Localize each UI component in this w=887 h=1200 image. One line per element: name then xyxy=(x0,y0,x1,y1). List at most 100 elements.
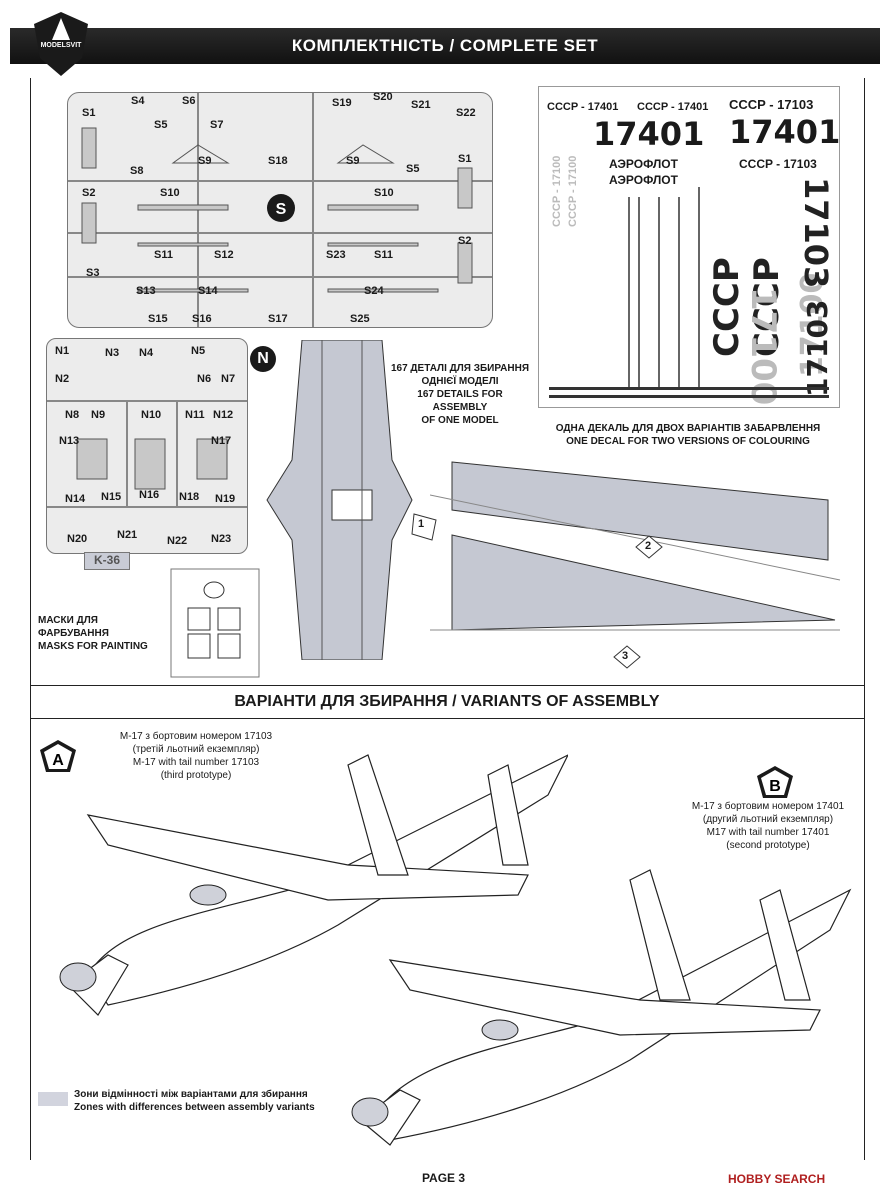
part-label: N6 xyxy=(197,373,212,385)
legend-line: Зони відмінності між варіантами для збир… xyxy=(74,1089,308,1100)
part-label: N1 xyxy=(55,345,70,357)
part-label: S11 xyxy=(154,249,173,261)
variant-b-line: (second prototype) xyxy=(726,840,810,851)
legend-line: Zones with differences between assembly … xyxy=(74,1102,315,1113)
header-bar: КОМПЛЕКТНІСТЬ / COMPLETE SET xyxy=(10,28,880,64)
legend-text: Зони відмінності між варіантами для збир… xyxy=(74,1088,315,1114)
part-label: S24 xyxy=(364,285,384,297)
legend-swatch xyxy=(38,1092,68,1106)
decal-code: 17401 xyxy=(593,115,705,153)
part-label: S4 xyxy=(131,95,145,107)
variant-a-line: M-17 з бортовим номером 17103 xyxy=(119,731,273,742)
part-label: S19 xyxy=(332,97,352,109)
variant-b-letter: B xyxy=(769,778,781,795)
decal-code: 17401 xyxy=(729,113,841,151)
decal-code: CCCP - 17401 xyxy=(547,101,619,113)
details-caption-line: OF ONE MODEL xyxy=(421,415,499,426)
logo-text: MODELSVIT xyxy=(40,42,82,49)
part-label: N17 xyxy=(211,435,232,447)
divider xyxy=(30,718,864,719)
part-number: 1 xyxy=(418,518,425,530)
variant-b-caption: M-17 з бортовим номером 17401 (другий ль… xyxy=(678,800,858,852)
part-label: S15 xyxy=(148,313,168,325)
variant-a-line: (третій льотний екземпляр) xyxy=(132,744,260,755)
details-caption-line: ОДНІЄЇ МОДЕЛІ xyxy=(421,376,499,387)
sprue-n-badge: N xyxy=(250,346,276,372)
variant-b-line: (другий льотний екземпляр) xyxy=(702,814,834,825)
page-frame xyxy=(30,78,865,1160)
part-label: S5 xyxy=(154,119,168,131)
part-label: S23 xyxy=(326,249,346,261)
variant-a-badge: A xyxy=(40,740,76,772)
details-caption-line: 167 DETAILS FOR ASSEMBLY xyxy=(417,389,503,413)
part-label: S16 xyxy=(192,313,212,325)
part-label: N15 xyxy=(101,491,122,503)
part-label: S22 xyxy=(456,107,476,119)
part-label: N22 xyxy=(167,535,188,547)
variant-b-badge: B xyxy=(757,766,793,798)
part-label: N18 xyxy=(179,491,200,503)
decal-caption-en: ONE DECAL FOR TWO VERSIONS OF COLOURING xyxy=(566,436,810,447)
aircraft-a-drawing xyxy=(59,754,568,1016)
part-number: 2 xyxy=(645,540,652,552)
decal-caption-ua: ОДНА ДЕКАЛЬ ДЛЯ ДВОХ ВАРІАНТІВ ЗАБАРВЛЕН… xyxy=(555,423,821,434)
part-label: N14 xyxy=(65,493,86,505)
decal-sheet: CCCP - 17401 CCCP - 17401 CCCP - 17103 1… xyxy=(538,86,840,408)
decal-code: CCCP - 17401 xyxy=(637,101,709,113)
part-label: S2 xyxy=(458,235,472,247)
modelsvit-logo: MODELSVIT xyxy=(30,10,92,80)
aircraft-b-drawing xyxy=(351,869,852,1146)
part-label: S11 xyxy=(374,249,393,261)
part-label: N21 xyxy=(117,529,138,541)
part-label: N23 xyxy=(211,533,232,545)
part-label: S7 xyxy=(210,119,224,131)
part-label: S12 xyxy=(214,249,234,261)
part-label: S10 xyxy=(374,187,394,199)
k36-tag: K-36 xyxy=(84,552,130,570)
part-label: S25 xyxy=(350,313,370,325)
part-label: N20 xyxy=(67,533,88,545)
masks-caption-en: MASKS FOR PAINTING xyxy=(38,641,148,652)
decal-caption: ОДНА ДЕКАЛЬ ДЛЯ ДВОХ ВАРІАНТІВ ЗАБАРВЛЕН… xyxy=(538,422,838,448)
part-label: S9 xyxy=(346,155,360,167)
part-label: S2 xyxy=(82,187,96,199)
part-label: N9 xyxy=(91,409,106,421)
part-label: S3 xyxy=(86,267,100,279)
part-label: N16 xyxy=(139,489,160,501)
part-label: N3 xyxy=(105,347,120,359)
sprue-n: N1 N3 N4 N5 N2 N6 N7 N8 N9 N10 N11 N12 N… xyxy=(46,338,248,554)
masks-caption: МАСКИ ДЛЯ ФАРБУВАННЯ MASKS FOR PAINTING xyxy=(38,614,164,653)
part-label: N10 xyxy=(141,409,162,421)
part-label: N7 xyxy=(221,373,236,385)
details-caption-line: 167 ДЕТАЛІ ДЛЯ ЗБИРАННЯ xyxy=(390,363,530,374)
variant-a-line: M-17 with tail number 17103 xyxy=(132,757,260,768)
masks-caption-ua: МАСКИ ДЛЯ ФАРБУВАННЯ xyxy=(38,615,109,639)
part-label: S1 xyxy=(82,107,96,119)
sprue-s: S S1 S4 S6 S19 S20 S21 S22 S5 S7 S8 S9 S… xyxy=(67,91,493,328)
variant-b-line: M17 with tail number 17401 xyxy=(706,827,830,838)
part-label: S17 xyxy=(268,313,288,325)
part-label: N5 xyxy=(191,345,206,357)
part-label: S9 xyxy=(198,155,212,167)
variant-b-line: M-17 з бортовим номером 17401 xyxy=(691,801,845,812)
part-number: 3 xyxy=(622,650,629,662)
wing-panels xyxy=(430,461,841,631)
decal-code: АЭРОФЛОТ xyxy=(609,157,678,171)
masks-sheet xyxy=(170,568,260,678)
sprue-s-badge: S xyxy=(276,201,287,218)
part-label: S14 xyxy=(198,285,218,297)
part-label: N12 xyxy=(213,409,234,421)
part-label: S21 xyxy=(411,99,431,111)
part-label: S13 xyxy=(136,285,156,297)
decal-code: АЭРОФЛОТ xyxy=(609,173,678,187)
part-label: S20 xyxy=(373,91,393,103)
part-label: N4 xyxy=(139,347,154,359)
part-label: S10 xyxy=(160,187,180,199)
watermark: HOBBY SEARCH xyxy=(728,1172,826,1186)
part-label: S1 xyxy=(458,153,472,165)
part-1-marker xyxy=(411,513,437,541)
part-label: S5 xyxy=(406,163,420,175)
page-number: PAGE 3 xyxy=(421,1171,466,1185)
part-3-marker xyxy=(613,645,641,669)
part-label: N19 xyxy=(215,493,236,505)
